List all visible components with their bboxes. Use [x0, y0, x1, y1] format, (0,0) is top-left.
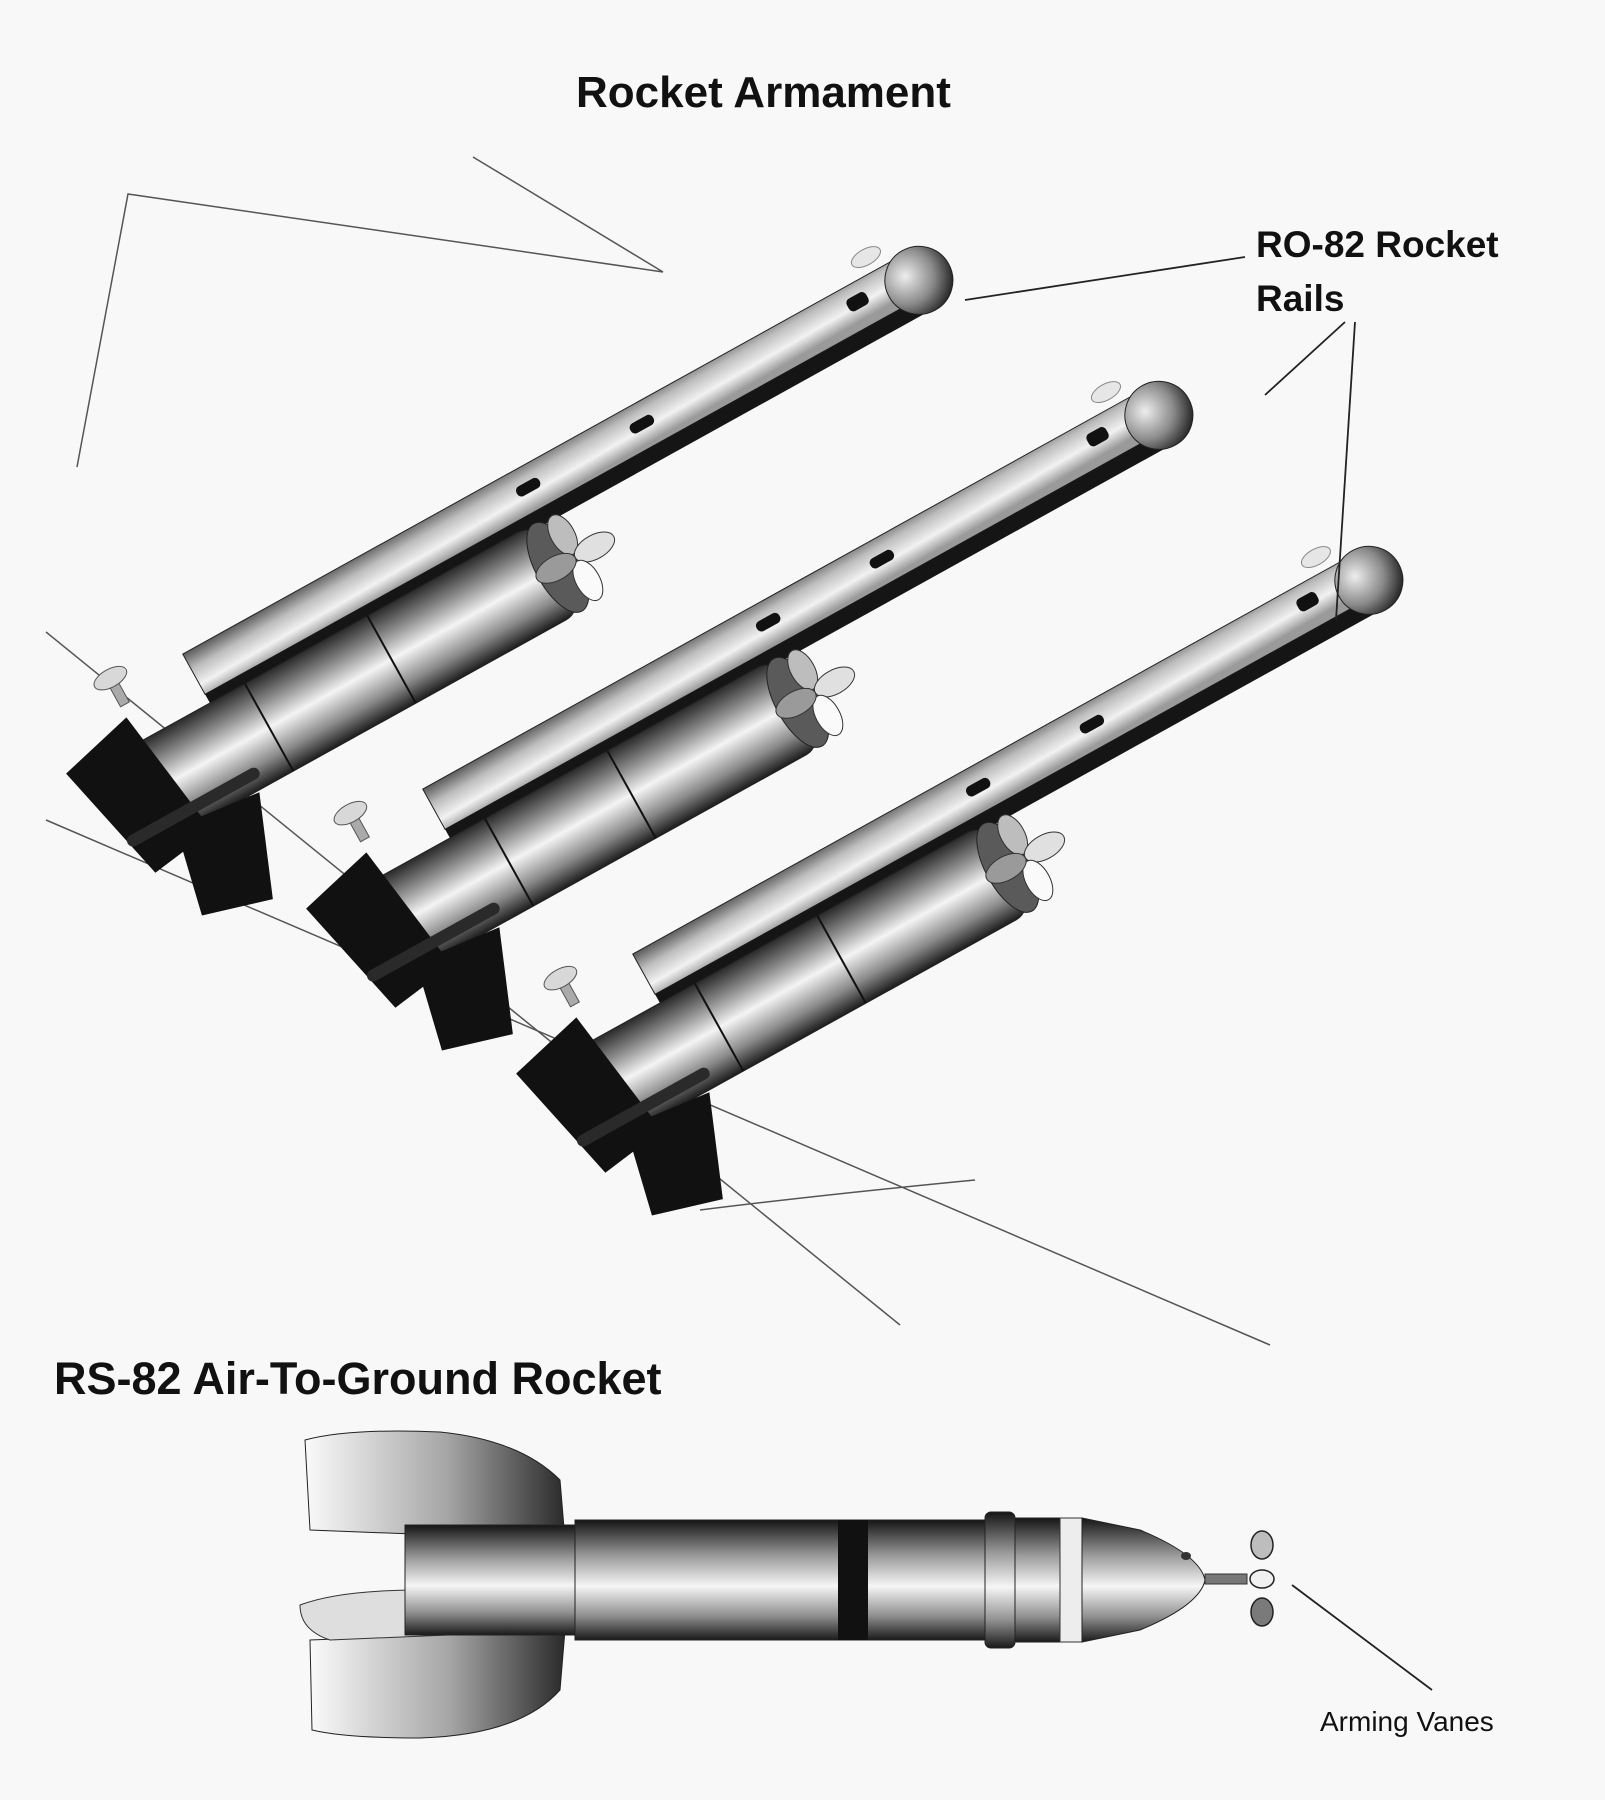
rails-leader-lines	[964, 256, 1356, 621]
rs82-rocket-title: RS-82 Air-To-Ground Rocket	[54, 1353, 662, 1404]
rocket-rail-assembly-3	[480, 515, 1511, 1259]
rocket-armament-title: Rocket Armament	[576, 68, 951, 117]
arming-vanes-leader-line	[1291, 1584, 1433, 1691]
rs82-rocket-illustration	[299, 1430, 1275, 1739]
ro82-rails-label-line2: Rails	[1256, 278, 1345, 319]
arming-vanes-label: Arming Vanes	[1320, 1706, 1494, 1737]
arming-vanes-icon	[1249, 1530, 1275, 1627]
ro82-rails-label-line1: RO-82 Rocket	[1256, 224, 1499, 265]
